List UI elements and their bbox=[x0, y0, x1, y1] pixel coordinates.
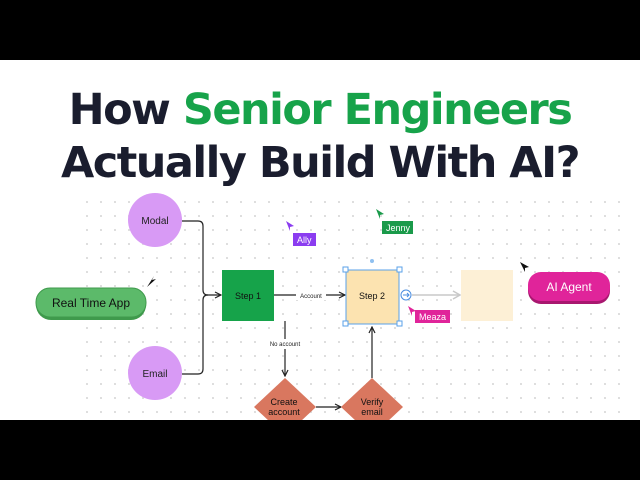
edge-label-no-account: No account bbox=[270, 342, 301, 348]
node-step-2-label: Step 2 bbox=[359, 291, 385, 301]
node-step-1-label: Step 1 bbox=[235, 291, 261, 301]
cursor-agent-icon bbox=[520, 262, 529, 272]
connector-email-step1 bbox=[182, 294, 209, 375]
title-line-1: How Senior Engineers bbox=[0, 86, 640, 134]
node-verify-label-2: email bbox=[361, 407, 383, 417]
node-ai-agent-label: AI Agent bbox=[546, 280, 592, 294]
node-real-time-app-label: Real Time App bbox=[52, 296, 130, 310]
node-email-label: Email bbox=[142, 369, 167, 380]
title-line-2: Actually Build With AI? bbox=[0, 139, 640, 187]
letterbox-top bbox=[0, 0, 640, 60]
connect-handle-icon[interactable] bbox=[400, 289, 412, 301]
edge-label-account: Account bbox=[300, 294, 322, 300]
node-verify-label-1: Verify bbox=[361, 397, 384, 407]
cursor-meaza-icon bbox=[408, 306, 416, 316]
node-email[interactable]: Email bbox=[128, 346, 182, 400]
letterbox-bottom bbox=[0, 420, 640, 480]
node-create-label-2: account bbox=[268, 407, 300, 417]
cursor-ally-tag bbox=[293, 233, 316, 246]
selection-handle[interactable] bbox=[342, 320, 349, 327]
selection-handle[interactable] bbox=[396, 266, 403, 273]
node-create-label-1: Create bbox=[270, 397, 297, 407]
title-accent: Senior Engineers bbox=[182, 85, 573, 135]
edge-label-bg-2 bbox=[268, 339, 302, 349]
cursor-jenny-icon bbox=[376, 209, 384, 219]
node-step-1[interactable]: Step 1 bbox=[222, 270, 274, 321]
cursor-jenny-label: Jenny bbox=[386, 223, 411, 233]
title-line-2-text: Actually Build With AI? bbox=[60, 138, 581, 188]
cursor-ally-icon bbox=[286, 221, 294, 231]
node-placeholder[interactable] bbox=[461, 270, 513, 321]
cursor-jenny-tag bbox=[382, 221, 413, 234]
rotate-handle[interactable] bbox=[370, 259, 374, 263]
selection-handle[interactable] bbox=[396, 320, 403, 327]
edge-label-bg bbox=[296, 290, 326, 300]
node-real-time-app[interactable]: Real Time App bbox=[35, 287, 147, 320]
node-step-2[interactable]: Step 2 bbox=[342, 259, 403, 327]
node-modal[interactable]: Modal bbox=[128, 193, 182, 247]
title-prefix: How bbox=[68, 85, 183, 135]
cursor-icon bbox=[147, 276, 156, 287]
selection-handle[interactable] bbox=[342, 266, 349, 273]
node-modal-label: Modal bbox=[141, 216, 168, 227]
cursor-ally-label: Ally bbox=[297, 235, 312, 245]
node-ai-agent[interactable]: AI Agent bbox=[528, 272, 610, 304]
cursor-meaza-label: Meaza bbox=[419, 312, 446, 322]
cursor-meaza-tag bbox=[415, 310, 450, 323]
connector-modal-step1 bbox=[182, 220, 221, 295]
